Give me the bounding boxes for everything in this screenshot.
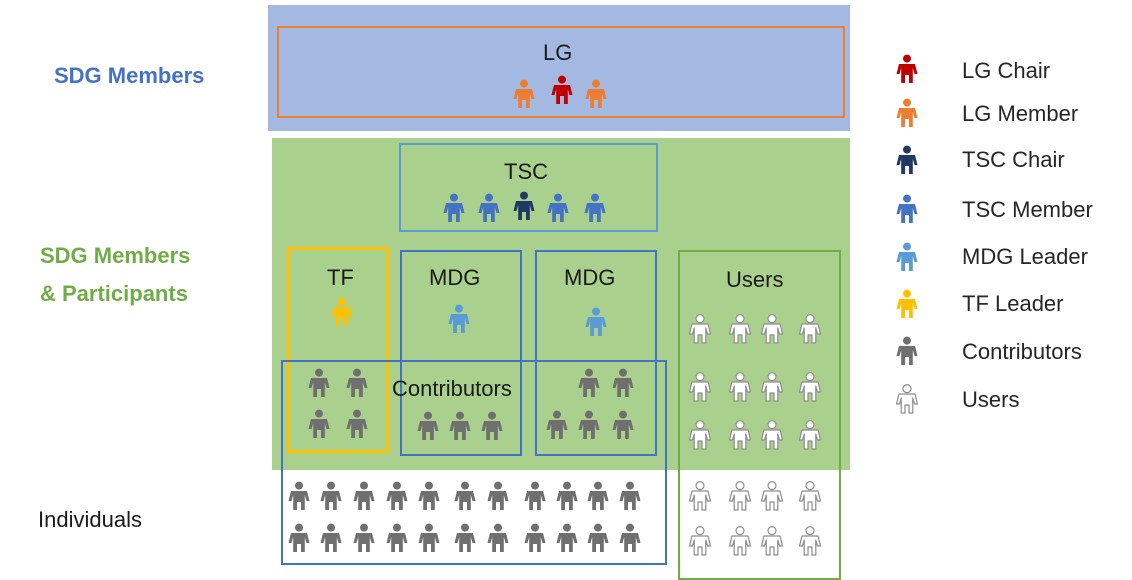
- user-icon: [729, 314, 751, 344]
- contributor-icon: [386, 481, 408, 510]
- legend-person-icon: [896, 336, 918, 365]
- contributor-icon: [454, 481, 476, 510]
- legend-tsc-chair-label: TSC Chair: [962, 147, 1065, 172]
- contributor-icon: [578, 368, 600, 397]
- legend-mdg-leader-label: MDG Leader: [962, 244, 1088, 269]
- row-label-individuals: Individuals: [38, 507, 142, 532]
- contributor-icon: [487, 481, 509, 510]
- legend-tsc-member-label: TSC Member: [962, 197, 1093, 222]
- contributor-icon: [578, 410, 600, 439]
- contributor-icon: [308, 368, 330, 397]
- contributor-icon: [353, 523, 375, 552]
- contributor-icon: [288, 481, 310, 510]
- tsc-member-icon: [584, 193, 606, 222]
- lg-member-icon: [585, 79, 607, 108]
- contributor-icon: [320, 481, 342, 510]
- legend-person-icon: [896, 54, 918, 83]
- user-icon: [761, 420, 783, 450]
- user-icon: [689, 420, 711, 450]
- contributor-icon: [454, 523, 476, 552]
- legend-person-icon: [896, 242, 918, 271]
- user-icon: [761, 481, 783, 511]
- legend-person-icon: [896, 194, 918, 223]
- legend-lg-member-label: LG Member: [962, 101, 1079, 126]
- mdg-label-1: MDG: [429, 265, 481, 290]
- tsc-member-icon: [547, 193, 569, 222]
- row-label-sdg-members-participants-2: & Participants: [40, 281, 188, 306]
- user-icon: [689, 314, 711, 344]
- sdg-participants-band: [272, 138, 850, 470]
- user-icon: [729, 420, 751, 450]
- users-label: Users: [726, 267, 784, 292]
- user-icon: [799, 420, 821, 450]
- row-label-sdg-members: SDG Members: [54, 63, 205, 88]
- contributor-icon: [418, 523, 440, 552]
- user-icon: [689, 526, 711, 556]
- contributor-icon: [308, 409, 330, 438]
- user-icon: [799, 526, 821, 556]
- legend-lg-chair-label: LG Chair: [962, 58, 1051, 83]
- user-icon: [799, 372, 821, 402]
- mdg-box-1: [400, 250, 522, 456]
- legend-tf-leader-label: TF Leader: [962, 291, 1064, 316]
- contributor-icon: [612, 410, 634, 439]
- contributor-icon: [449, 411, 471, 440]
- contributors-label: Contributors: [392, 376, 512, 401]
- user-icon: [689, 481, 711, 511]
- legend-person-icon: [896, 289, 918, 318]
- lg-member-icon: [513, 79, 535, 108]
- contributor-icon: [524, 481, 546, 510]
- contributor-icon: [524, 523, 546, 552]
- user-icon: [729, 526, 751, 556]
- tsc-box: [399, 143, 658, 232]
- contributor-icon: [546, 410, 568, 439]
- tsc-member-icon: [478, 193, 500, 222]
- user-icon: [689, 372, 711, 402]
- tsc-member-icon: [443, 193, 465, 222]
- contributor-icon: [619, 523, 641, 552]
- tf-box: [287, 247, 389, 453]
- mdg-leader-icon: [585, 307, 607, 336]
- contributor-icon: [487, 523, 509, 552]
- row-label-sdg-members-participants-1: SDG Members: [40, 243, 191, 268]
- lg-box: [277, 26, 845, 118]
- contributor-icon: [346, 409, 368, 438]
- contributor-icon: [320, 523, 342, 552]
- contributor-icon: [346, 368, 368, 397]
- contributor-icon: [587, 523, 609, 552]
- user-icon: [729, 481, 751, 511]
- contributor-icon: [386, 523, 408, 552]
- contributor-icon: [417, 411, 439, 440]
- contributor-icon: [288, 523, 310, 552]
- lg-label: LG: [543, 40, 573, 65]
- user-icon: [729, 372, 751, 402]
- user-icon: [761, 526, 783, 556]
- contributor-icon: [612, 368, 634, 397]
- legend-users-label: Users: [962, 387, 1020, 412]
- tsc-label: TSC: [504, 159, 548, 184]
- user-icon: [799, 481, 821, 511]
- mdg-leader-icon: [448, 304, 470, 333]
- contributor-icon: [587, 481, 609, 510]
- lg-chair-icon: [551, 75, 573, 104]
- mdg-box-2: [535, 250, 657, 456]
- contributor-icon: [556, 523, 578, 552]
- tf-leader-icon: [331, 297, 353, 326]
- tsc-chair-icon: [513, 191, 535, 220]
- user-icon: [761, 372, 783, 402]
- contributor-icon: [481, 411, 503, 440]
- contributor-icon: [418, 481, 440, 510]
- contributors-box: [281, 360, 667, 565]
- contributor-icon: [619, 481, 641, 510]
- mdg-label-2: MDG: [564, 265, 616, 290]
- legend-person-icon: [896, 98, 918, 127]
- legend-user-icon: [896, 384, 918, 414]
- user-icon: [761, 314, 783, 344]
- contributor-icon: [556, 481, 578, 510]
- user-icon: [799, 314, 821, 344]
- legend-person-icon: [896, 145, 918, 174]
- tf-label: TF: [327, 265, 354, 290]
- legend-contributors-label: Contributors: [962, 339, 1082, 364]
- contributor-icon: [353, 481, 375, 510]
